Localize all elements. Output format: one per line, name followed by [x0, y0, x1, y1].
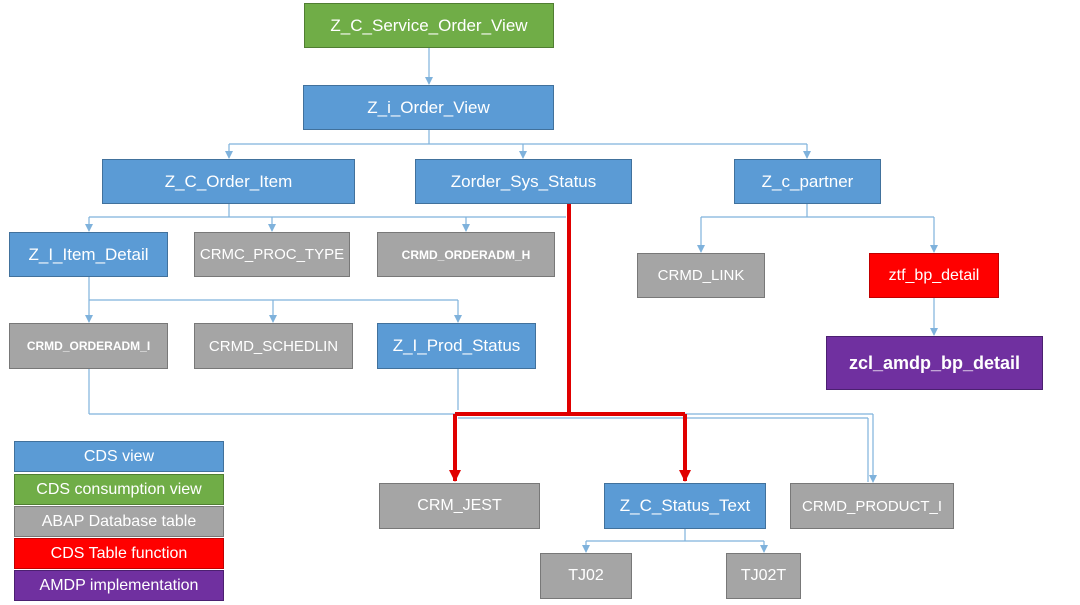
node-prod-status: Z_I_Prod_Status [377, 323, 536, 369]
legend-db-table: ABAP Database table [14, 506, 224, 537]
node-sys-status: Zorder_Sys_Status [415, 159, 632, 204]
node-item-detail: Z_I_Item_Detail [9, 232, 168, 277]
node-bp-detail-tf: ztf_bp_detail [869, 253, 999, 298]
node-orderadm-i: CRMD_ORDERADM_I [9, 323, 168, 369]
node-proc-type: CRMC_PROC_TYPE [194, 232, 350, 277]
node-amdp-bp-detail: zcl_amdp_bp_detail [826, 336, 1043, 390]
node-partner: Z_c_partner [734, 159, 881, 204]
red-highlight-path [449, 204, 691, 482]
node-product-i: CRMD_PRODUCT_I [790, 483, 954, 529]
blue-connectors [85, 48, 938, 553]
node-orderadm-h: CRMD_ORDERADM_H [377, 232, 555, 277]
node-order-view: Z_i_Order_View [303, 85, 554, 130]
node-status-text: Z_C_Status_Text [604, 483, 766, 529]
legend-amdp: AMDP implementation [14, 570, 224, 601]
legend-consumption-view: CDS consumption view [14, 474, 224, 505]
node-tj02t: TJ02T [726, 553, 801, 599]
node-tj02: TJ02 [540, 553, 632, 599]
node-order-item: Z_C_Order_Item [102, 159, 355, 204]
node-schedlin: CRMD_SCHEDLIN [194, 323, 353, 369]
node-crm-jest: CRM_JEST [379, 483, 540, 529]
legend-table-function: CDS Table function [14, 538, 224, 569]
legend-cds-view: CDS view [14, 441, 224, 472]
node-crmd-link: CRMD_LINK [637, 253, 765, 298]
node-service-order-view: Z_C_Service_Order_View [304, 3, 554, 48]
